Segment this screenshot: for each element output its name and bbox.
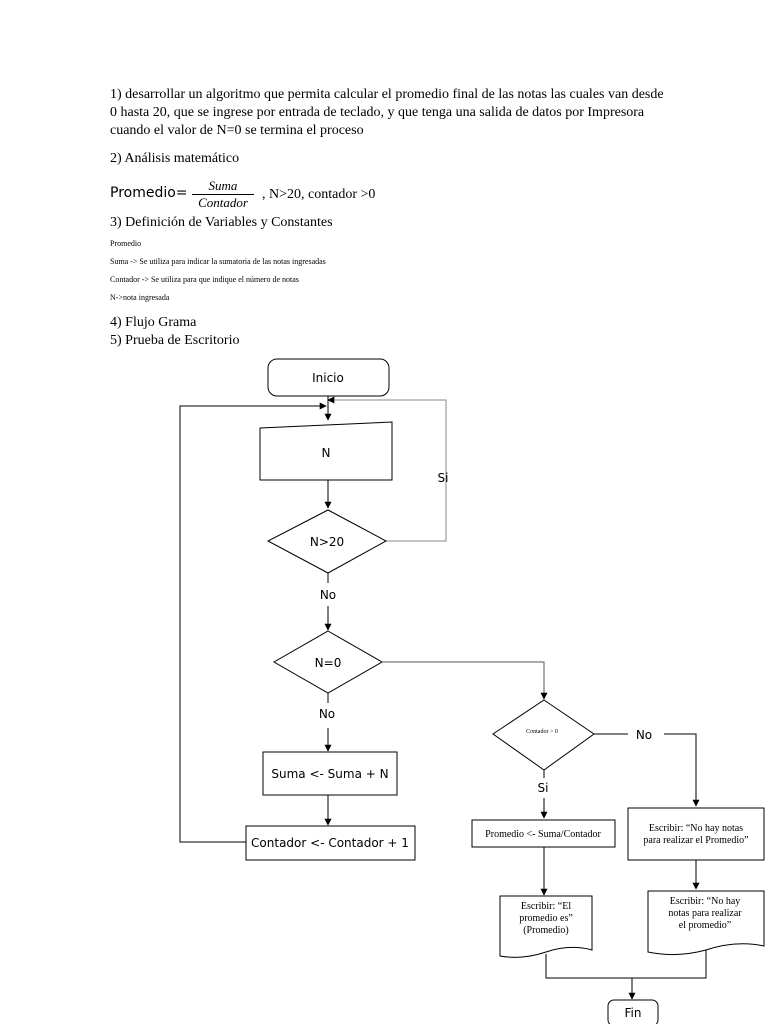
heading-analysis: 2) Análisis matemático xyxy=(110,151,240,166)
formula-label: Promedio= xyxy=(110,185,188,201)
suma-box xyxy=(262,751,398,796)
no-label-2: No xyxy=(319,707,335,721)
var-promedio: Promedio xyxy=(110,239,142,248)
decision-contador xyxy=(492,699,595,771)
formula-numerator: Suma xyxy=(208,178,238,193)
no-label-3: No xyxy=(636,728,652,742)
output-1-line-2: promedio es” xyxy=(519,913,573,924)
var-n: N->nota ingresada xyxy=(110,293,170,302)
formula-denominator: Contador xyxy=(192,194,254,211)
output-2-line-2: notas para realizar xyxy=(668,908,742,919)
output-2-line-1: Escribir: “No hay xyxy=(670,896,741,907)
arrow-n0-si-to-contador xyxy=(382,661,548,700)
contador-label: Contador <- Contador + 1 xyxy=(251,836,409,850)
formula-fraction: Suma Contador xyxy=(192,178,254,211)
no-label-1: No xyxy=(320,588,336,602)
start-label: Inicio xyxy=(312,371,344,385)
input-n-shape xyxy=(259,421,393,481)
output-2-line-3: el promedio” xyxy=(679,920,731,931)
decision-n20-label: N>20 xyxy=(310,535,344,549)
input-n-label: N xyxy=(322,446,331,460)
arrow-si-loop xyxy=(327,396,447,542)
nonotas-label-2: para realizar el Promedio” xyxy=(643,835,748,846)
end-label: Fin xyxy=(625,1006,642,1020)
decision-contador-label: Contador > 0 xyxy=(526,729,558,735)
nonotas-label-1: Escribir: “No hay notas xyxy=(649,823,743,834)
contador-box xyxy=(245,825,416,861)
arrow-no-to-nonotas xyxy=(664,733,700,807)
output-doc-2 xyxy=(647,890,765,956)
si-label-2: Si xyxy=(538,781,549,795)
var-contador: Contador -> Se utiliza para que indique … xyxy=(110,275,299,284)
var-suma: Suma -> Se utiliza para indicar la sumat… xyxy=(110,257,326,266)
output-1-line-1: Escribir: “El xyxy=(521,901,571,912)
heading-flowchart: 4) Flujo Grama xyxy=(110,315,197,330)
heading-desk-test: 5) Prueba de Escritorio xyxy=(110,333,240,348)
output-1-line-3: (Promedio) xyxy=(523,925,569,936)
promedio-label: Promedio <- Suma/Contador xyxy=(485,829,601,840)
decision-n0-label: N=0 xyxy=(315,656,342,670)
arrow-main-loop xyxy=(179,402,327,843)
problem-statement: 1) desarrollar un algoritmo que permita … xyxy=(110,87,664,138)
output-doc-1 xyxy=(499,895,593,958)
si-label-1: Si xyxy=(438,471,449,485)
nonotas-box xyxy=(627,807,765,861)
end-terminal xyxy=(607,999,659,1024)
heading-variables: 3) Definición de Variables y Constantes xyxy=(110,215,333,230)
suma-label: Suma <- Suma + N xyxy=(271,767,388,781)
formula-conditions: , N>20, contador >0 xyxy=(262,187,376,202)
line-merge xyxy=(545,950,707,979)
